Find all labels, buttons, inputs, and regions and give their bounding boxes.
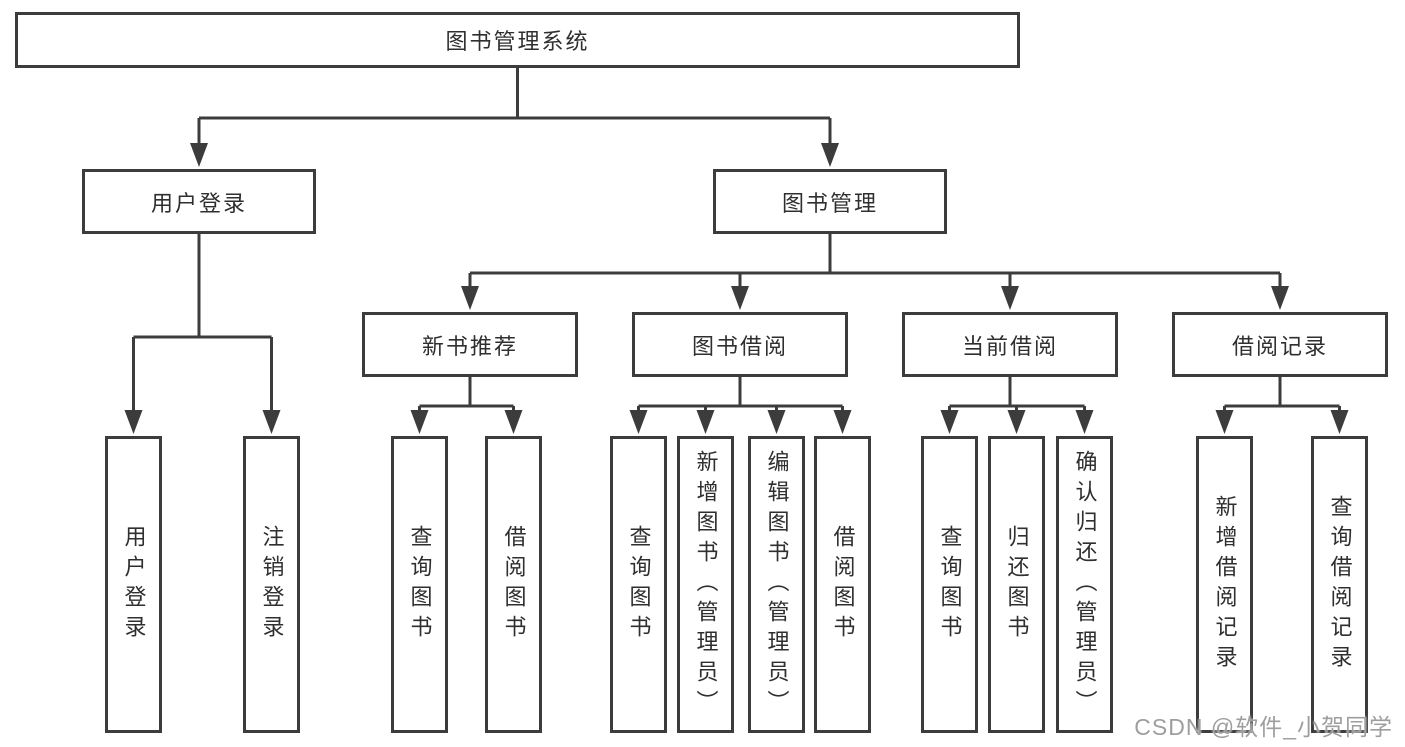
node-label: 用户登录 [150,190,247,216]
node-borrow-records: 借阅记录 [1172,312,1388,377]
node-label: 查询图书 [937,524,963,645]
arrowhead-icons [124,143,1349,434]
node-leaf-borrow-books: 借阅图书 [814,436,871,733]
node-label: 图书借阅 [691,333,788,359]
node-new-book-recommend: 新书推荐 [362,312,578,377]
node-leaf-user-login: 用户登录 [105,436,162,733]
node-leaf-confirm-return-admin: 确认归还（管理员） [1056,436,1113,733]
node-root-library-system: 图书管理系统 [15,12,1020,68]
node-label: 新书推荐 [421,333,518,359]
node-book-management: 图书管理 [713,169,947,234]
node-current-borrow: 当前借阅 [902,312,1118,377]
node-label: 图书管理系统 [445,29,590,54]
node-label: 查询图书 [407,524,433,645]
node-label: 用户登录 [121,524,147,645]
node-label: 当前借阅 [961,333,1058,359]
node-label: 图书管理 [781,190,878,216]
csdn-watermark: CSDN @软件_小贺同学 [1134,714,1393,740]
node-label: 借阅图书 [501,524,527,645]
node-leaf-borrow-books-recommend: 借阅图书 [485,436,542,733]
node-leaf-return-books: 归还图书 [988,436,1045,733]
node-leaf-edit-books-admin: 编辑图书（管理员） [748,436,805,733]
node-label: 归还图书 [1004,524,1030,645]
node-label: 确认归还（管理员） [1072,449,1098,720]
node-leaf-logout: 注销登录 [243,436,300,733]
node-label: 新增图书（管理员） [693,449,719,720]
node-leaf-add-borrow-record: 新增借阅记录 [1196,436,1253,733]
node-label: 编辑图书（管理员） [764,449,790,720]
node-label: 查询借阅记录 [1327,494,1353,675]
node-leaf-query-borrow-record: 查询借阅记录 [1311,436,1368,733]
node-label: 新增借阅记录 [1212,494,1238,675]
node-label: 注销登录 [259,524,285,645]
node-leaf-query-books-current: 查询图书 [921,436,978,733]
node-leaf-add-books-admin: 新增图书（管理员） [677,436,734,733]
node-book-borrow: 图书借阅 [632,312,848,377]
node-label: 查询图书 [626,524,652,645]
node-leaf-query-books-recommend: 查询图书 [391,436,448,733]
node-leaf-query-books-borrow: 查询图书 [610,436,667,733]
node-label: 借阅图书 [830,524,856,645]
node-label: 借阅记录 [1231,333,1328,359]
node-user-login-group: 用户登录 [82,169,316,234]
